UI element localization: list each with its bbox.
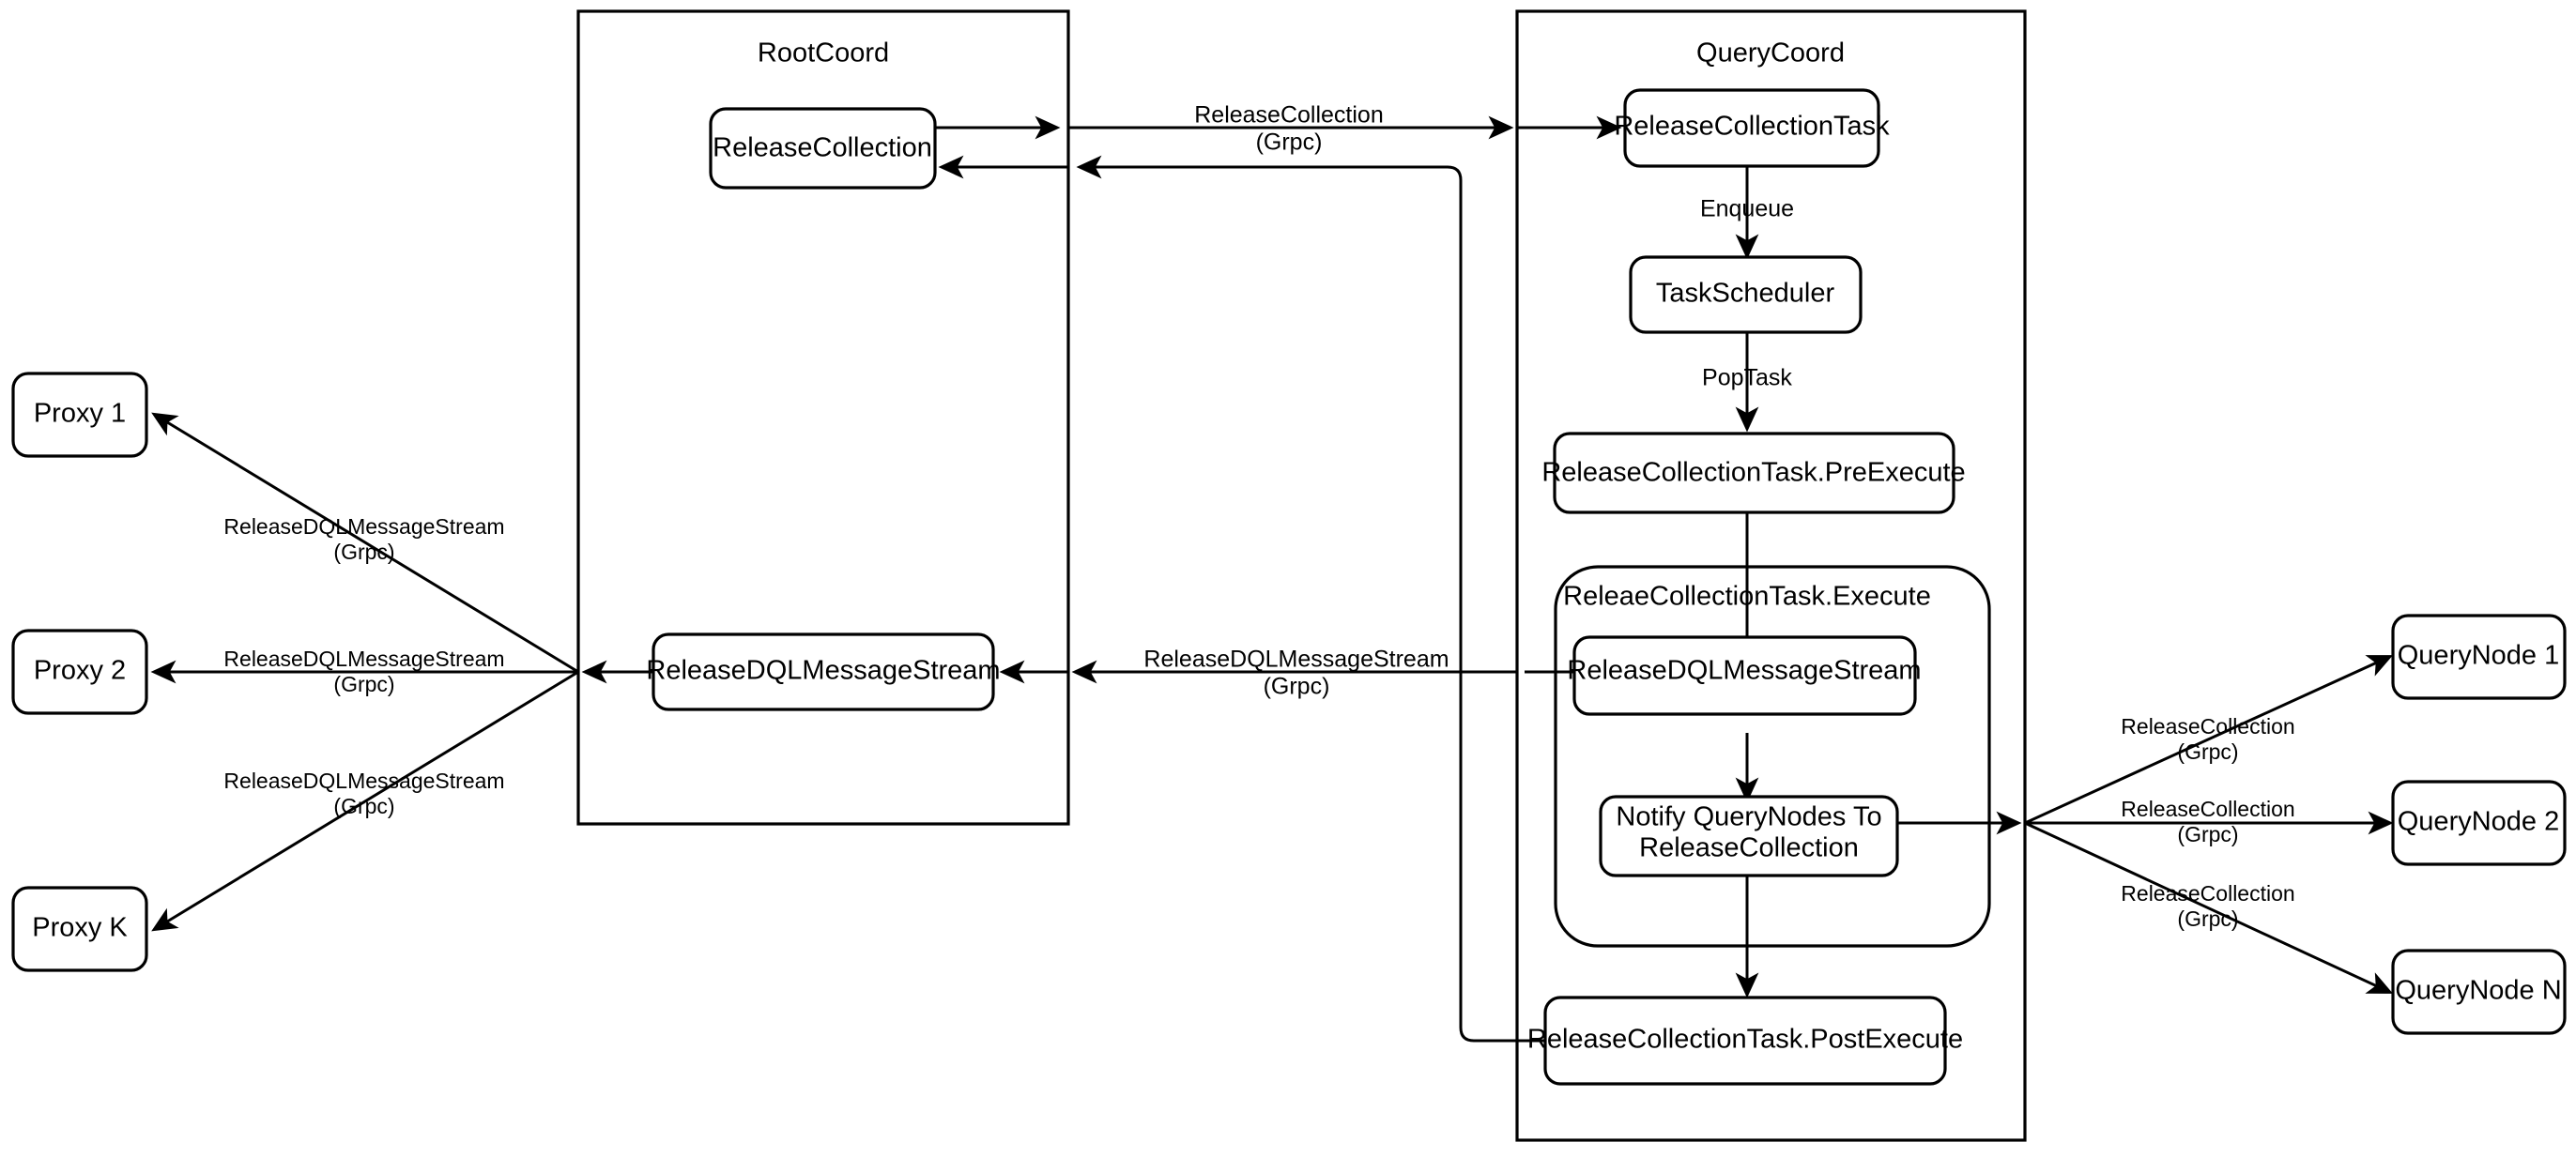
edge-label-proxy2-2: (Grpc): [333, 672, 394, 696]
preexecute-box[interactable]: [1553, 432, 1955, 514]
postexecute-box[interactable]: [1543, 996, 1947, 1086]
rootcoord-releasecollection-box[interactable]: [709, 107, 937, 190]
querycoord-title: QueryCoord: [1696, 38, 1845, 69]
preexecute-label: ReleaseCollectionTask.PreExecute: [1541, 458, 1965, 488]
edge-fan-to-querynode1: [2024, 655, 2394, 825]
edge-label-querynode1-1: ReleaseCollection: [2121, 714, 2294, 739]
rootcoord-releasecollection-label: ReleaseCollection: [713, 133, 932, 163]
querynode2-label: QueryNode 2: [2398, 807, 2560, 837]
proxy2-box[interactable]: [11, 629, 148, 715]
node-postexecute[interactable]: ReleaseCollectionTask.PostExecute: [1527, 996, 1963, 1086]
node-rootcoord-releasecollection[interactable]: ReleaseCollection: [709, 107, 937, 190]
querynode2-box[interactable]: [2391, 780, 2567, 866]
node-notify-querynodes[interactable]: Notify QueryNodes To ReleaseCollection: [1599, 795, 1899, 877]
querynode1-label: QueryNode 1: [2398, 641, 2560, 671]
edge-fan-to-proxyk: [151, 670, 579, 932]
rootcoord-releasedql-box[interactable]: [652, 632, 995, 711]
proxyk-box[interactable]: [11, 886, 148, 972]
proxy1-box[interactable]: [11, 372, 148, 458]
edge-label-proxy1-1: ReleaseDQLMessageStream: [223, 514, 504, 539]
rootcoord-title: RootCoord: [758, 38, 889, 69]
node-querynode1[interactable]: QueryNode 1: [2391, 614, 2567, 700]
edge-label-dql-grpc-2: (Grpc): [1264, 674, 1330, 700]
querynoden-label: QueryNode N: [2395, 976, 2561, 1006]
execute-releasedql-label: ReleaseDQLMessageStream: [1567, 656, 1921, 686]
postexecute-label: ReleaseCollectionTask.PostExecute: [1527, 1025, 1963, 1055]
releasecollectiontask-box[interactable]: [1623, 88, 1880, 168]
execute-group-container: [1554, 565, 1991, 948]
execute-group-title: ReleaeCollectionTask.Execute: [1563, 582, 1931, 612]
rootcoord-releasedql-label: ReleaseDQLMessageStream: [646, 656, 1000, 686]
proxy2-label: Proxy 2: [34, 656, 126, 686]
edge-label-querynoden-1: ReleaseCollection: [2121, 881, 2294, 906]
proxyk-label: Proxy K: [32, 913, 128, 943]
node-proxy1[interactable]: Proxy 1: [11, 372, 148, 458]
releasecollectiontask-label: ReleaseCollectionTask: [1614, 112, 1890, 142]
proxy1-label: Proxy 1: [34, 399, 126, 429]
edge-label-enqueue: Enqueue: [1700, 196, 1794, 222]
edge-label-proxyk-1: ReleaseDQLMessageStream: [223, 769, 504, 793]
node-execute-releasedqlmessagestream[interactable]: ReleaseDQLMessageStream: [1567, 635, 1922, 716]
node-releasecollectiontask[interactable]: ReleaseCollectionTask: [1614, 88, 1890, 168]
node-proxyk[interactable]: Proxy K: [11, 886, 148, 972]
querynoden-box[interactable]: [2391, 949, 2567, 1035]
edge-label-proxyk-2: (Grpc): [333, 794, 394, 818]
notify-querynodes-box[interactable]: [1599, 795, 1899, 877]
edge-fan-to-proxy1: [151, 412, 579, 674]
edge-label-querynode1-2: (Grpc): [2177, 739, 2238, 764]
edge-label-releasecollection-grpc-2: (Grpc): [1256, 129, 1323, 156]
node-querynoden[interactable]: QueryNode N: [2391, 949, 2567, 1035]
node-taskscheduler[interactable]: TaskScheduler: [1629, 255, 1863, 334]
querycoord-container: [1515, 9, 2027, 1142]
edge-label-poptask: PopTask: [1702, 365, 1792, 391]
taskscheduler-label: TaskScheduler: [1656, 279, 1835, 309]
notify-querynodes-label-line2: ReleaseCollection: [1639, 833, 1859, 863]
edge-fan-to-querynoden: [2024, 821, 2394, 994]
node-proxy2[interactable]: Proxy 2: [11, 629, 148, 715]
edge-label-querynoden-2: (Grpc): [2177, 906, 2238, 931]
edge-label-releasecollection-grpc-1: ReleaseCollection: [1194, 102, 1384, 129]
notify-querynodes-label-line1: Notify QueryNodes To: [1616, 802, 1881, 832]
edge-label-proxy2-1: ReleaseDQLMessageStream: [223, 647, 504, 671]
taskscheduler-box[interactable]: [1629, 255, 1863, 334]
querynode1-box[interactable]: [2391, 614, 2567, 700]
node-rootcoord-releasedqlmessagestream[interactable]: ReleaseDQLMessageStream: [646, 632, 1001, 711]
edge-postexecute-return: [1076, 155, 1545, 1043]
node-preexecute[interactable]: ReleaseCollectionTask.PreExecute: [1541, 432, 1966, 514]
edge-label-proxy1-2: (Grpc): [333, 540, 394, 564]
node-querynode2[interactable]: QueryNode 2: [2391, 780, 2567, 866]
edge-label-querynode2-1: ReleaseCollection: [2121, 797, 2294, 821]
edge-label-dql-grpc-1: ReleaseDQLMessageStream: [1143, 647, 1449, 673]
execute-releasedql-box[interactable]: [1572, 635, 1917, 716]
edge-label-querynode2-2: (Grpc): [2177, 822, 2238, 846]
